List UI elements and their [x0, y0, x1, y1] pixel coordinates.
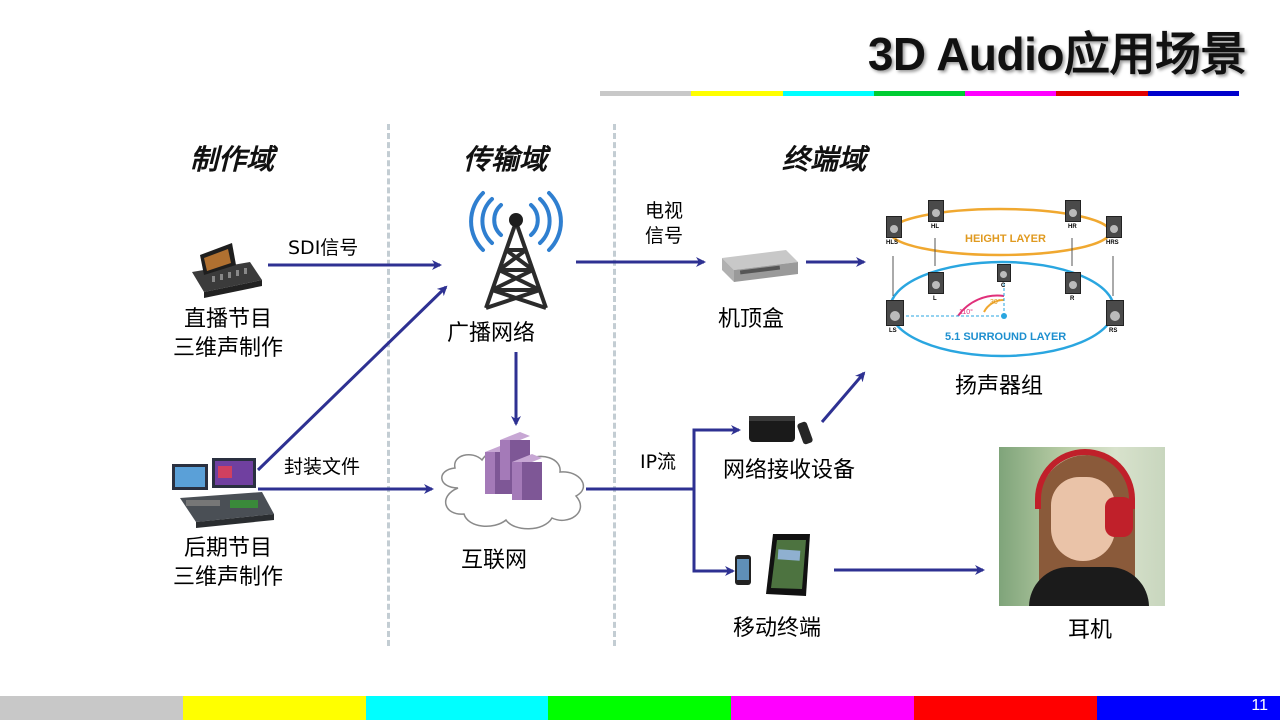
- speaker-icon: RS: [1106, 300, 1124, 334]
- speaker-icon: HRS: [1106, 216, 1122, 246]
- surround-layer-label: 5.1 SURROUND LAYER: [945, 331, 1066, 343]
- speaker-icon: C: [997, 264, 1011, 289]
- speaker-icon: HR: [1065, 200, 1081, 230]
- edge-label-tv-signal-line1: 电视: [645, 200, 684, 222]
- arrow-receiver-to-speakers: [820, 371, 866, 423]
- arrow-post-to-broadcast: [256, 285, 448, 472]
- edge-label-sdi: SDI信号: [288, 237, 359, 259]
- domain-terminal: 终端域: [782, 144, 867, 175]
- network-receiver-icon: [749, 416, 813, 445]
- domain-transmission: 传输域: [463, 144, 548, 175]
- edge-label-tv-signal-line2: 信号: [645, 225, 684, 247]
- angle-30-label: 30°: [990, 298, 1001, 306]
- speaker-array-diagram: HEIGHT LAYER 5.1 SURROUND LAYER 110° 30°: [888, 207, 1116, 358]
- speaker-label-r: R: [1070, 296, 1075, 302]
- server-cloud-icon: [441, 432, 584, 530]
- speaker-label-ls: LS: [889, 328, 897, 334]
- edge-label-ip-stream: IP流: [640, 451, 677, 473]
- title-color-bar: [600, 91, 1239, 96]
- node-set-top-box: 机顶盒: [717, 307, 784, 332]
- broadcast-tower-icon: [469, 191, 563, 310]
- node-network-receiver: 网络接收设备: [722, 458, 855, 483]
- separator-line: [387, 124, 390, 646]
- speaker-label-hrs: HRS: [1106, 240, 1119, 246]
- bottom-color-bar: [0, 696, 1280, 720]
- node-internet: 互联网: [460, 548, 527, 573]
- speaker-icon: HL: [928, 200, 944, 230]
- edge-label-file: 封装文件: [284, 456, 361, 478]
- arrow-ip-stream: [586, 425, 741, 491]
- node-post-production-line1: 后期节目: [183, 536, 272, 561]
- node-broadcast-network: 广播网络: [446, 321, 535, 346]
- node-post-production-line2: 三维声制作: [172, 565, 283, 590]
- node-post-production: 后期节目 三维声制作: [162, 534, 294, 592]
- node-speaker-array: 扬声器组: [954, 374, 1043, 399]
- edge-label-tv-signal: 电视 信号: [645, 199, 683, 249]
- speaker-label-rs: RS: [1109, 328, 1118, 334]
- node-live-production-line1: 直播节目: [183, 307, 272, 332]
- separator-line: [613, 124, 616, 646]
- speaker-icon: LS: [886, 300, 904, 334]
- editing-workstation-icon: [172, 458, 274, 528]
- speaker-label-hr: HR: [1068, 224, 1077, 230]
- mixing-console-icon: [192, 243, 262, 298]
- page-title: 3D Audio应用场景: [867, 28, 1247, 80]
- arrow-ip-mobile: [692, 489, 735, 576]
- speaker-label-hls: HLS: [886, 240, 898, 246]
- node-live-production: 直播节目 三维声制作: [162, 305, 294, 363]
- page-number: 11: [1251, 697, 1268, 714]
- speaker-label-l: L: [933, 296, 937, 302]
- speaker-icon: L: [928, 272, 944, 302]
- speaker-label-hl: HL: [931, 224, 939, 230]
- speaker-icon: HLS: [886, 216, 902, 246]
- node-headphones: 耳机: [1067, 618, 1112, 643]
- domain-production: 制作域: [190, 144, 275, 175]
- speaker-icon: R: [1065, 272, 1081, 302]
- headphone-person-photo: [999, 447, 1165, 606]
- node-mobile-terminal: 移动终端: [732, 616, 821, 641]
- smartphone-icon: [735, 555, 751, 585]
- set-top-box-icon: [722, 250, 798, 282]
- tablet-icon: [766, 534, 810, 596]
- speaker-label-c: C: [1001, 283, 1006, 289]
- node-live-production-line2: 三维声制作: [172, 336, 283, 361]
- angle-110-label: 110°: [959, 308, 973, 316]
- height-layer-label: HEIGHT LAYER: [965, 233, 1046, 245]
